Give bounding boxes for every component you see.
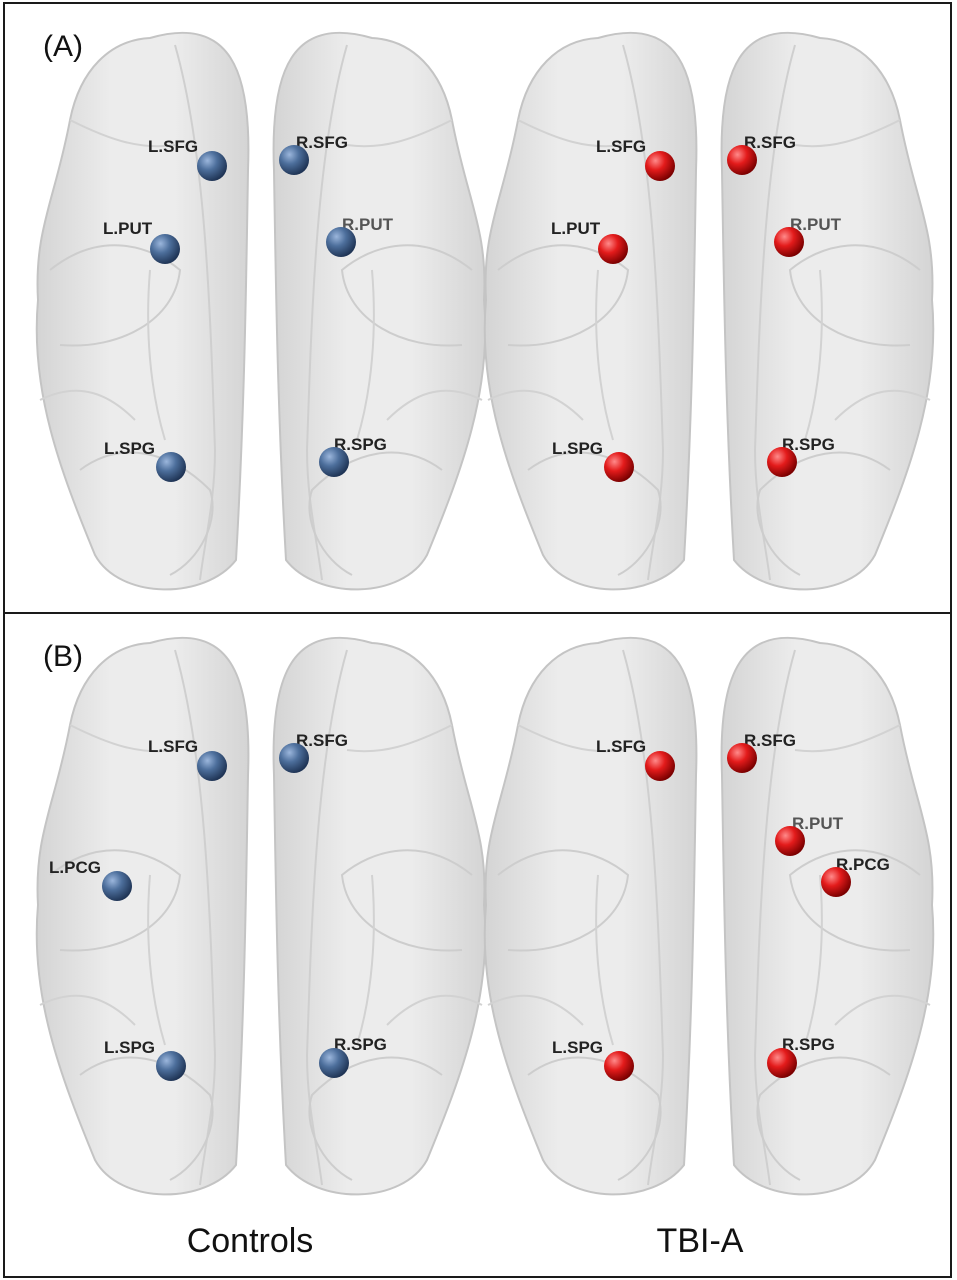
label-b-controls-l-sfg: L.SFG: [148, 737, 198, 756]
panel-b-label: (B): [43, 640, 83, 673]
node-b-tbi-r-put: [775, 826, 805, 856]
node-b-controls-l-sfg: [197, 751, 227, 781]
node-a-tbi-l-spg: [604, 452, 634, 482]
label-b-tbi-r-spg: R.SPG: [782, 1035, 835, 1054]
node-b-tbi-r-pcg: [821, 867, 851, 897]
label-a-tbi-r-put: R.PUT: [790, 215, 842, 234]
label-a-controls-l-spg: L.SPG: [104, 439, 155, 458]
node-a-tbi-l-put: [598, 234, 628, 264]
node-a-controls-r-put: [326, 227, 356, 257]
brain-b-tbi: [485, 638, 934, 1195]
label-a-tbi-l-sfg: L.SFG: [596, 137, 646, 156]
label-b-tbi-l-spg: L.SPG: [552, 1038, 603, 1057]
label-a-tbi-r-sfg: R.SFG: [744, 133, 796, 152]
node-b-tbi-l-spg: [604, 1051, 634, 1081]
node-a-controls-l-spg: [156, 452, 186, 482]
label-b-controls-l-spg: L.SPG: [104, 1038, 155, 1057]
node-b-tbi-l-sfg: [645, 751, 675, 781]
node-a-controls-l-put: [150, 234, 180, 264]
label-a-controls-l-put: L.PUT: [103, 219, 153, 238]
controls-group-label: Controls: [186, 1222, 314, 1260]
node-a-tbi-r-put: [774, 227, 804, 257]
brain-a-tbi: [485, 33, 934, 590]
node-a-controls-r-sfg: [279, 145, 309, 175]
label-b-controls-l-pcg: L.PCG: [49, 858, 101, 877]
node-b-controls-r-spg: [319, 1048, 349, 1078]
label-b-controls-r-sfg: R.SFG: [296, 731, 348, 750]
node-b-controls-r-sfg: [279, 743, 309, 773]
label-a-controls-r-spg: R.SPG: [334, 435, 387, 454]
label-b-tbi-r-sfg: R.SFG: [744, 731, 796, 750]
label-a-controls-l-sfg: L.SFG: [148, 137, 198, 156]
panel-a-label: (A): [43, 30, 83, 63]
node-a-controls-l-sfg: [197, 151, 227, 181]
node-b-tbi-r-spg: [767, 1048, 797, 1078]
brain-b-controls: [37, 638, 486, 1195]
label-a-tbi-r-spg: R.SPG: [782, 435, 835, 454]
label-a-tbi-l-put: L.PUT: [551, 219, 601, 238]
node-b-controls-l-pcg: [102, 871, 132, 901]
label-b-tbi-r-put: R.PUT: [792, 814, 844, 833]
label-a-tbi-l-spg: L.SPG: [552, 439, 603, 458]
node-a-tbi-l-sfg: [645, 151, 675, 181]
label-a-controls-r-put: R.PUT: [342, 215, 394, 234]
label-a-controls-r-sfg: R.SFG: [296, 133, 348, 152]
label-b-tbi-r-pcg: R.PCG: [836, 855, 890, 874]
node-b-controls-l-spg: [156, 1051, 186, 1081]
label-b-controls-r-spg: R.SPG: [334, 1035, 387, 1054]
label-b-tbi-l-sfg: L.SFG: [596, 737, 646, 756]
node-a-controls-r-spg: [319, 447, 349, 477]
node-b-tbi-r-sfg: [727, 743, 757, 773]
tbi-group-label: TBI-A: [656, 1222, 744, 1260]
node-a-tbi-r-sfg: [727, 145, 757, 175]
brain-a-controls: [37, 33, 486, 590]
node-a-tbi-r-spg: [767, 447, 797, 477]
